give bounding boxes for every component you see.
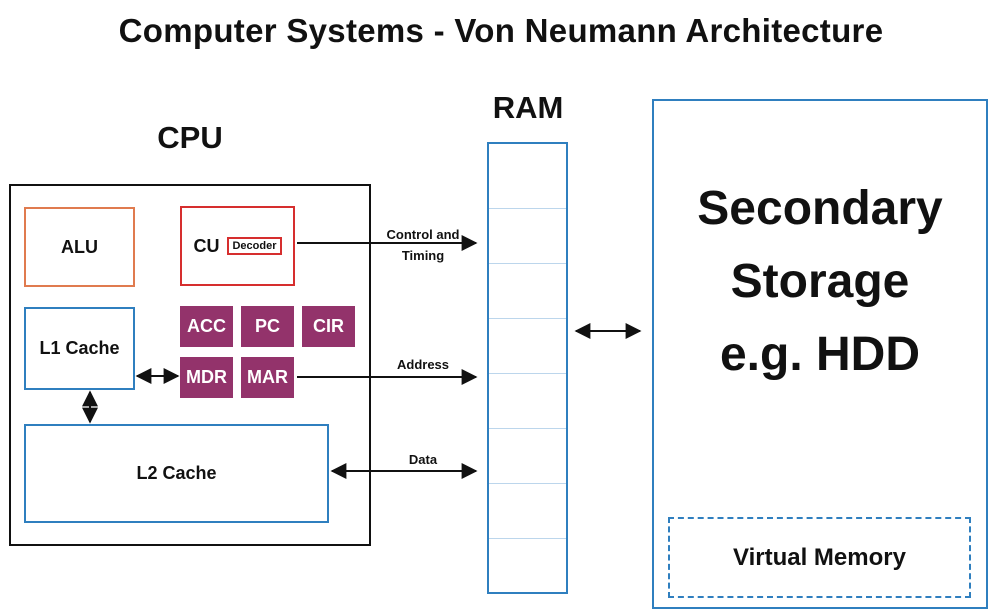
decoder-block: Decoder — [227, 237, 282, 255]
ram-cell-divider — [489, 208, 566, 209]
register-mdr: MDR — [180, 357, 233, 398]
ram-cell-divider — [489, 428, 566, 429]
control-unit-block: CU Decoder — [180, 206, 295, 286]
storage-label-line2: Storage — [730, 255, 910, 308]
ram-cell-divider — [489, 538, 566, 539]
control-bus-label-line2: Timing — [401, 248, 445, 263]
secondary-storage-block — [652, 99, 988, 609]
l2-cache-block: L2 Cache — [24, 424, 329, 523]
alu-label: ALU — [61, 236, 98, 257]
l2-cache-label: L2 Cache — [136, 463, 217, 483]
ram-cell-divider — [489, 263, 566, 264]
register-pc: PC — [241, 306, 294, 347]
control-bus-label-line1: Control and — [386, 227, 460, 242]
ram-heading: RAM — [492, 90, 564, 125]
l1-cache-block: L1 Cache — [24, 307, 135, 390]
diagram-title: Computer Systems - Von Neumann Architect… — [118, 12, 884, 49]
ram-block — [487, 142, 568, 594]
register-cir: CIR — [302, 306, 355, 347]
secondary-storage-label: Secondary Storage e.g. HDD — [652, 172, 988, 391]
register-mar: MAR — [241, 357, 294, 398]
cpu-container — [9, 184, 371, 546]
ram-cell-divider — [489, 318, 566, 319]
control-bus-label: Control and Timing — [372, 224, 474, 266]
virtual-memory-block: Virtual Memory — [668, 517, 971, 598]
ram-cell-divider — [489, 483, 566, 484]
virtual-memory-label: Virtual Memory — [733, 543, 906, 571]
storage-label-line1: Secondary — [697, 182, 943, 235]
l1-cache-label: L1 Cache — [39, 338, 120, 358]
register-acc: ACC — [180, 306, 233, 347]
cu-label: CU — [193, 235, 220, 256]
ram-cell-divider — [489, 373, 566, 374]
storage-label-line3: e.g. HDD — [719, 328, 920, 381]
address-bus-label: Address — [396, 357, 450, 372]
cpu-heading: CPU — [157, 120, 223, 155]
alu-block: ALU — [24, 207, 135, 287]
